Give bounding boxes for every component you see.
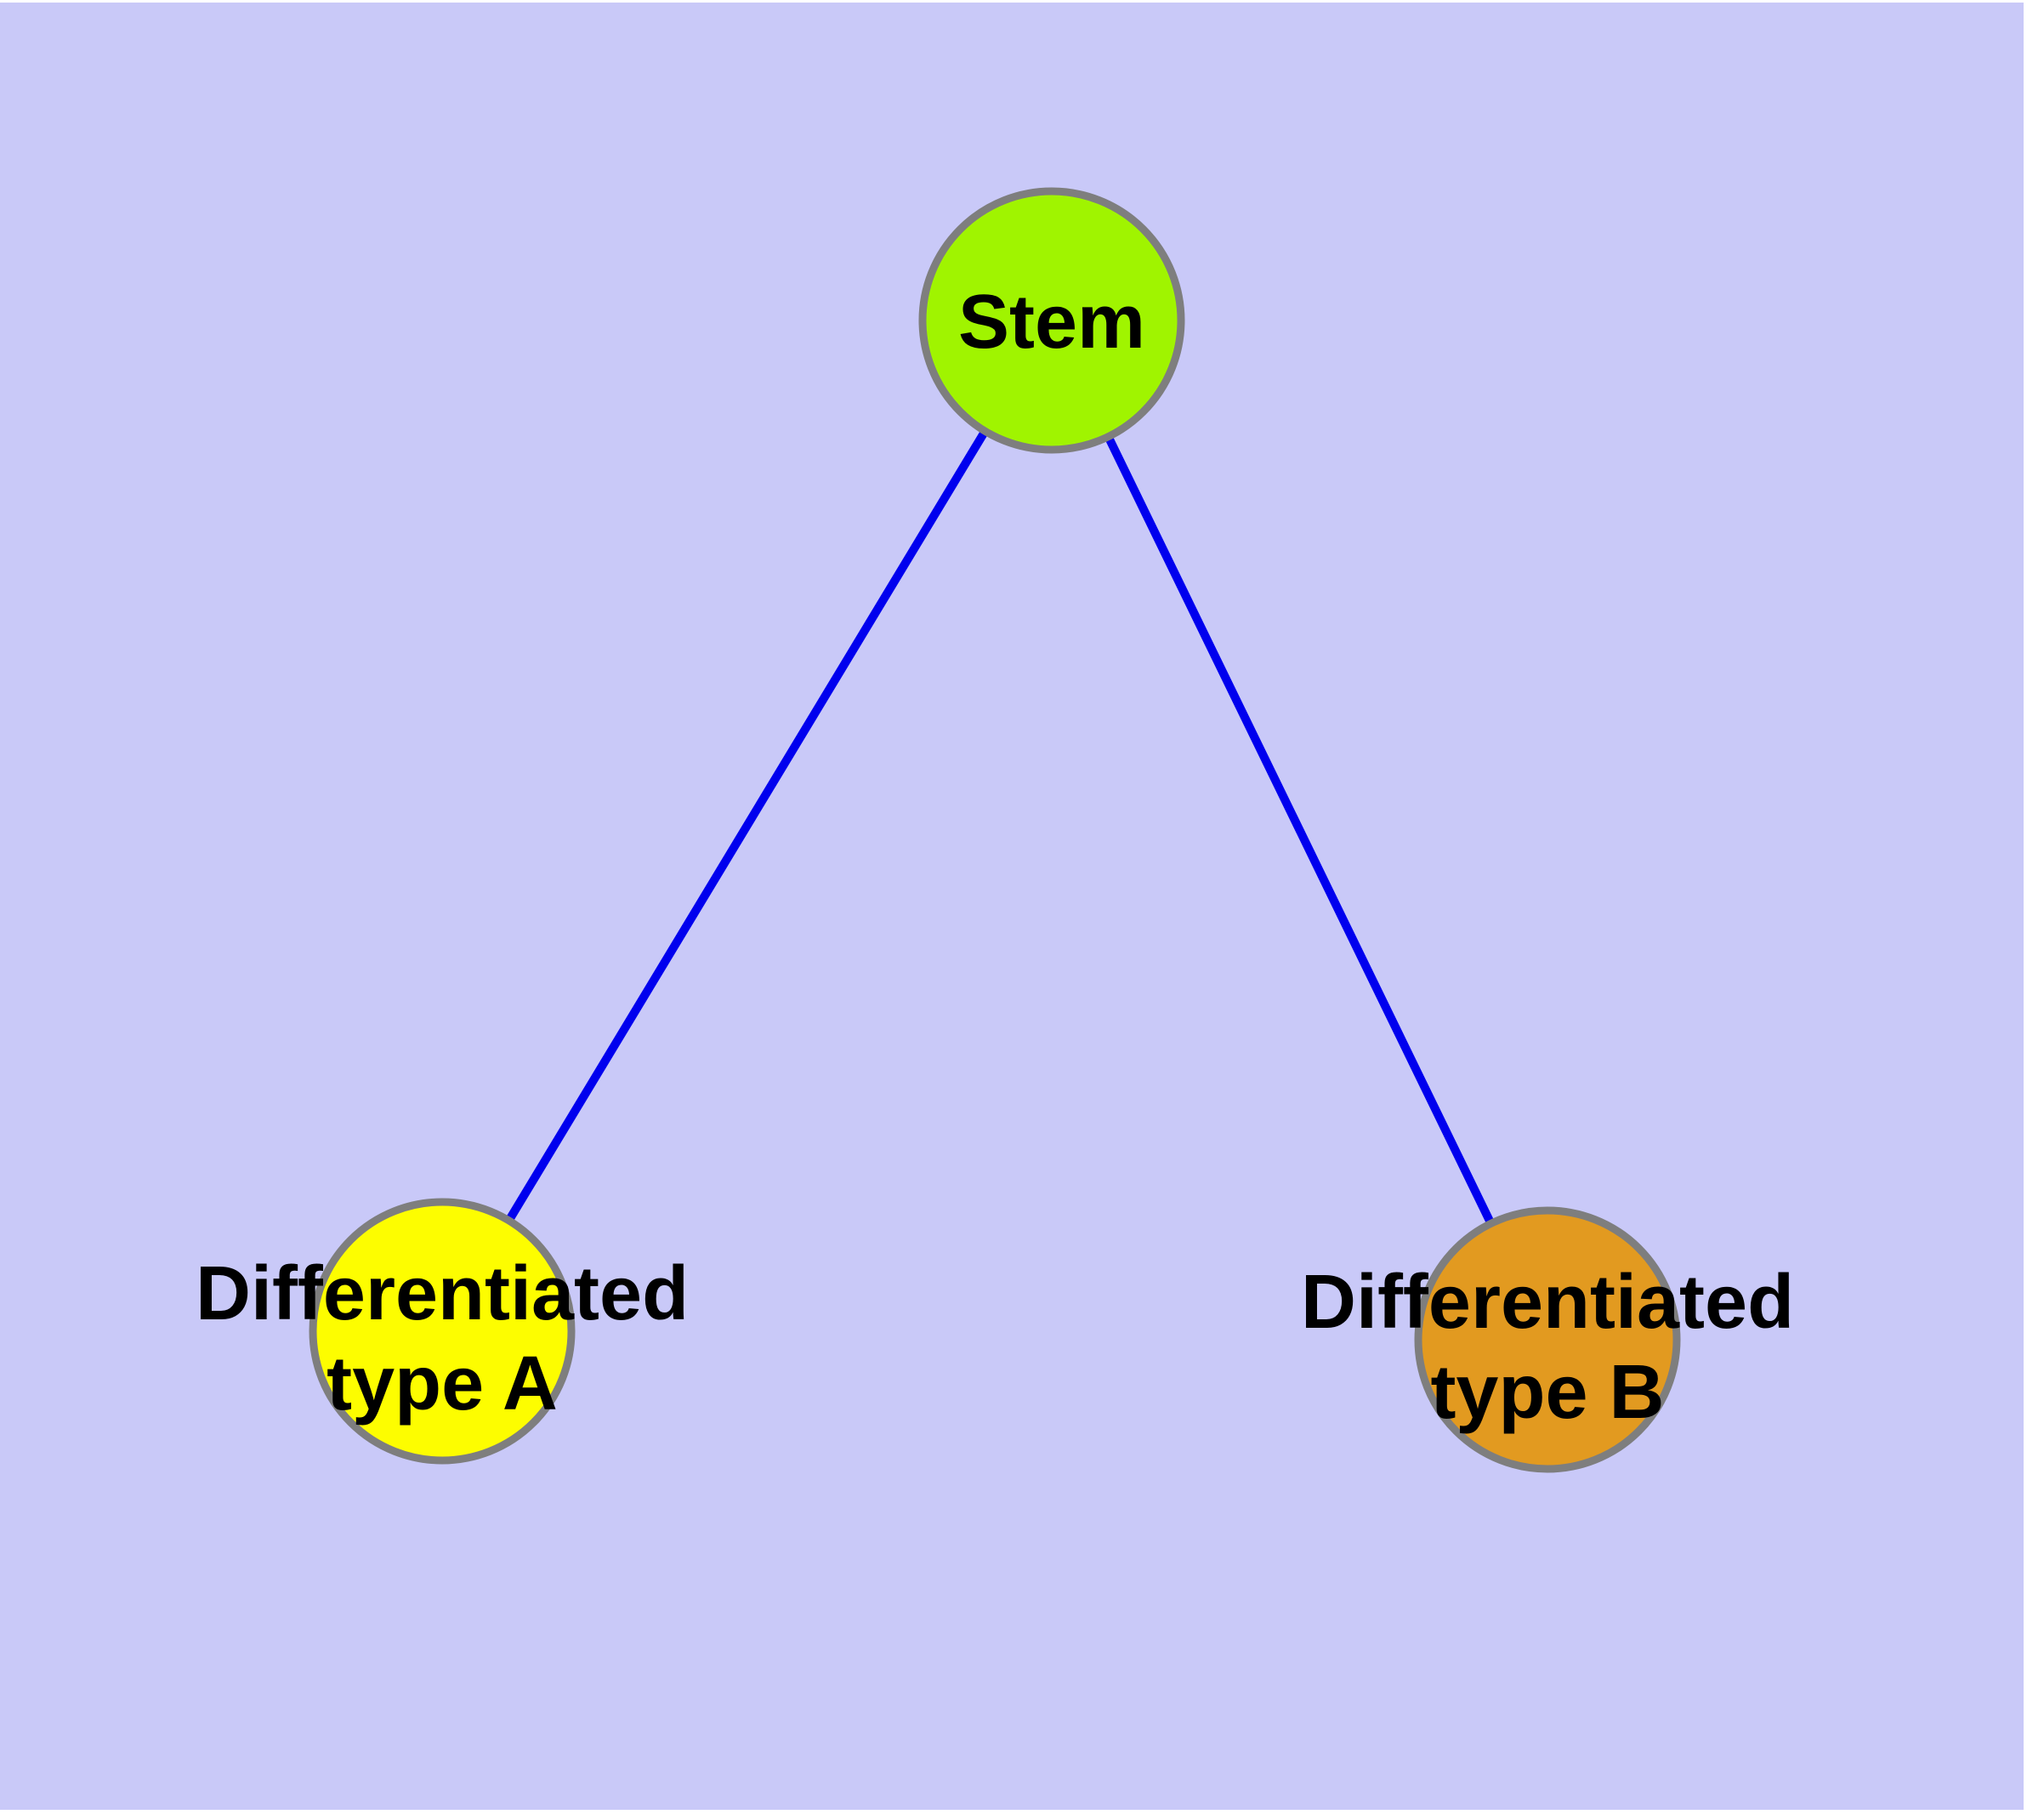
node-stem: [918, 187, 1185, 454]
node-differentiated-type-b: [1414, 1206, 1681, 1473]
edge-stem-to-type-a: [438, 318, 1056, 1334]
type-a-node-label-line1: Differentiated: [195, 1251, 690, 1336]
graph-svg: [309, 187, 1681, 1473]
type-a-node-label: Differentiated type A: [196, 1249, 689, 1429]
type-b-node-label-line2: type B: [1430, 1350, 1665, 1435]
stem-node-label: Stem: [958, 277, 1145, 367]
type-b-node-label-line1: Differentiated: [1300, 1260, 1795, 1345]
type-b-node-label: Differentiated type B: [1301, 1257, 1794, 1437]
stem-node-label-line: Stem: [957, 280, 1146, 365]
type-a-node-label-line2: type A: [326, 1341, 558, 1426]
diagram-canvas: Stem Differentiated type A Differentiate…: [0, 3, 2024, 1810]
edge-stem-to-type-b: [1048, 318, 1552, 1342]
node-differentiated-type-a: [309, 1198, 576, 1465]
